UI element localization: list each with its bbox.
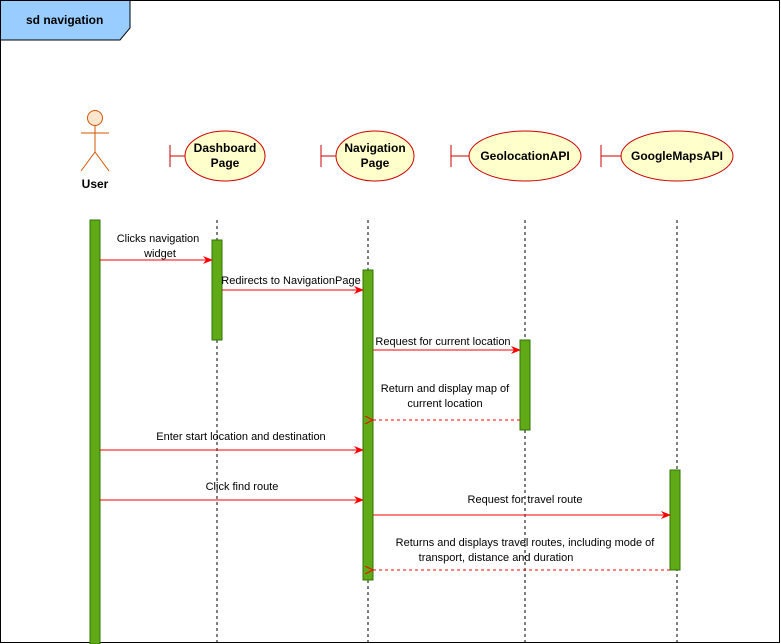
message-label: Click find route [206, 481, 279, 493]
message-label-line1: Return and display map of [381, 383, 510, 395]
message-7: Request for travel route [373, 494, 671, 519]
boundary-geolocation: GeolocationAPI [450, 130, 582, 182]
message-5: Enter start location and destination [100, 431, 364, 454]
boundary-ellipse [184, 130, 266, 182]
message-label: Request for travel route [468, 494, 583, 506]
message-label-line1: Clicks navigation [117, 233, 200, 245]
boundary-label-line1: Navigation [344, 141, 405, 155]
message-label: Redirects to NavigationPage [221, 275, 360, 287]
boundary-googlemaps: GoogleMapsAPI [600, 130, 734, 182]
message-label-line2: transport, distance and duration [419, 552, 574, 564]
boundary-ellipse [468, 130, 582, 182]
actor-head [87, 110, 103, 126]
message-3: Request for current location [373, 336, 521, 354]
message-1: Clicks navigation widget [100, 233, 213, 264]
activation-dashboard [211, 239, 223, 341]
message-label-line2: current location [407, 398, 482, 410]
message-8: Returns and displays travel routes, incl… [373, 537, 670, 570]
frame-title-tab [0, 0, 131, 41]
actor-user: User [80, 110, 110, 191]
frame-title: sd navigation [26, 13, 103, 27]
actor-left-leg [80, 151, 96, 172]
message-label-line1: Returns and displays travel routes, incl… [396, 537, 656, 549]
boundary-dashboard: Dashboard Page [169, 130, 266, 182]
message-label: Request for current location [375, 336, 510, 348]
boundary-label: GeolocationAPI [480, 149, 569, 163]
message-6: Click find route [100, 481, 364, 504]
message-2: Redirects to NavigationPage [221, 275, 364, 294]
boundary-label-line1: Dashboard [194, 141, 257, 155]
activation-geolocation [519, 339, 531, 431]
message-label-line2: widget [143, 248, 176, 260]
boundary-label: GoogleMapsAPI [631, 149, 723, 163]
activation-googlemaps [669, 469, 681, 571]
boundary-label-line2: Page [361, 156, 390, 170]
message-label: Enter start location and destination [156, 431, 325, 443]
actor-label: User [82, 177, 109, 191]
message-4: Return and display map of current locati… [373, 383, 520, 420]
activation-navigation [362, 269, 374, 581]
activation-user [89, 219, 101, 644]
boundary-navigation: Navigation Page [320, 130, 415, 182]
boundary-ellipse [620, 130, 734, 182]
actor-right-leg [94, 151, 110, 172]
boundary-ellipse [335, 130, 415, 182]
boundary-label-line2: Page [211, 156, 240, 170]
